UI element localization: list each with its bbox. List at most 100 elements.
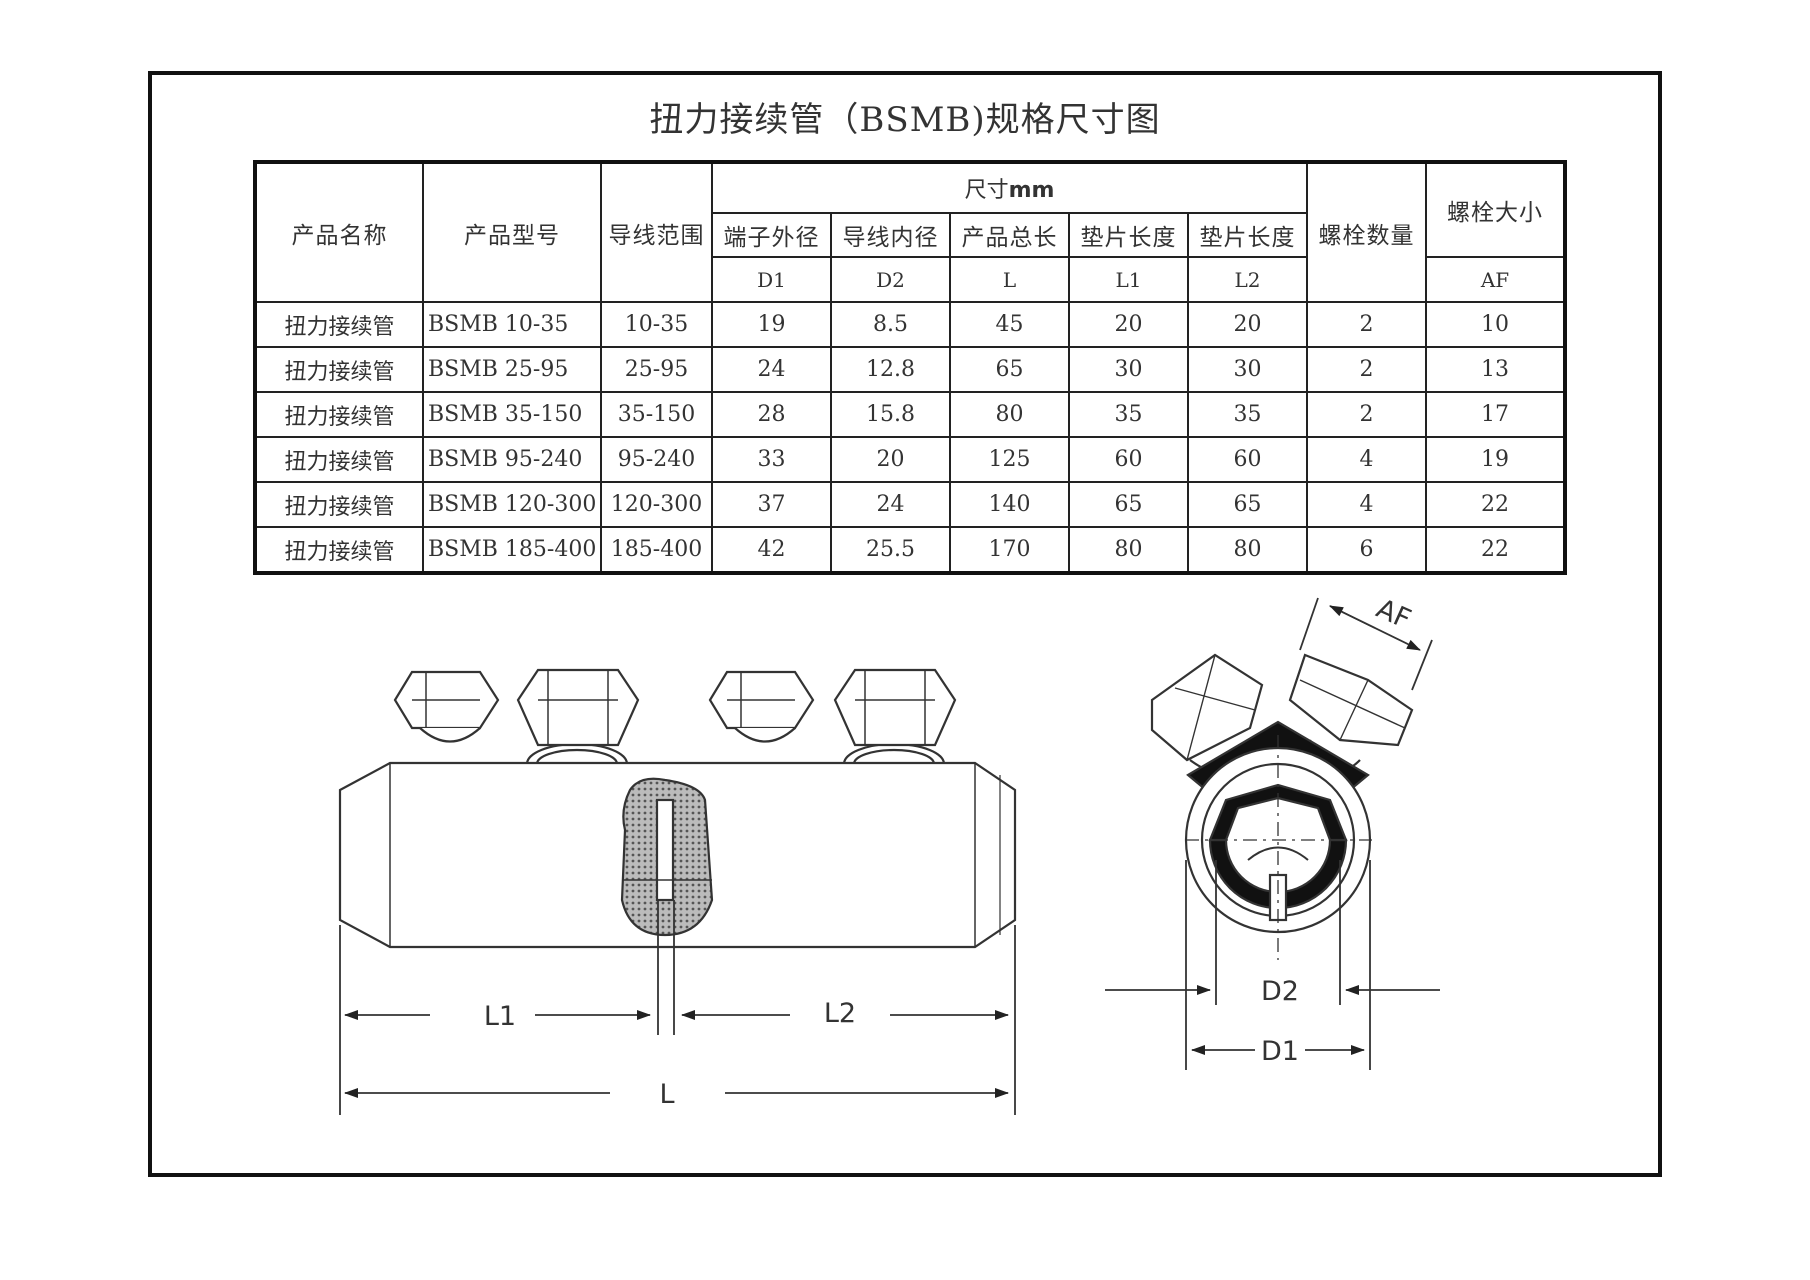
header-bolt-size: 螺栓大小 — [1425, 161, 1566, 258]
cell-model: BSMB 120-300 — [422, 481, 602, 528]
header-size-group: 尺寸mm — [711, 161, 1308, 214]
label-l2: L2 — [824, 998, 856, 1029]
cell-l2: 80 — [1187, 526, 1308, 574]
cell-name: 扭力接续管 — [254, 301, 424, 348]
cell-l1: 20 — [1068, 301, 1189, 348]
cell-name: 扭力接续管 — [254, 436, 424, 483]
cell-l: 125 — [949, 436, 1070, 483]
cell-af: 10 — [1425, 301, 1566, 348]
cell-name: 扭力接续管 — [254, 526, 424, 574]
symbol-l1: L1 — [1068, 256, 1189, 303]
spec-table: 产品名称 产品型号 导线范围 尺寸mm 螺栓数量 螺栓大小 端子外径 导线内径 … — [253, 160, 1567, 575]
cell-l1: 30 — [1068, 346, 1189, 393]
cell-model: BSMB 95-240 — [422, 436, 602, 483]
cell-range: 25-95 — [600, 346, 713, 393]
symbol-af: AF — [1425, 256, 1566, 303]
cell-model: BSMB 35-150 — [422, 391, 602, 438]
cell-range: 185-400 — [600, 526, 713, 574]
subheader-shim-length-2: 垫片长度 — [1187, 212, 1308, 258]
size-group-prefix: 尺寸 — [964, 178, 1009, 203]
header-product-model: 产品型号 — [422, 161, 602, 303]
side-view — [338, 668, 1017, 949]
cell-l2: 20 — [1187, 301, 1308, 348]
cell-bolts: 2 — [1306, 391, 1427, 438]
cell-l2: 35 — [1187, 391, 1308, 438]
subheader-wire-id: 导线内径 — [830, 212, 951, 258]
cell-l: 45 — [949, 301, 1070, 348]
bolt-icon — [833, 668, 957, 747]
header-bolt-count: 螺栓数量 — [1306, 161, 1427, 303]
page-border — [148, 71, 1662, 1177]
cell-af: 22 — [1425, 526, 1566, 574]
cell-l: 65 — [949, 346, 1070, 393]
end-view — [1150, 653, 1414, 960]
cell-range: 35-150 — [600, 391, 713, 438]
cell-bolts: 2 — [1306, 346, 1427, 393]
symbol-l: L — [949, 256, 1070, 303]
cell-l2: 60 — [1187, 436, 1308, 483]
cell-d1: 28 — [711, 391, 832, 438]
cell-d1: 19 — [711, 301, 832, 348]
symbol-d2: D2 — [830, 256, 951, 303]
cell-name: 扭力接续管 — [254, 481, 424, 528]
cell-d1: 37 — [711, 481, 832, 528]
cell-bolts: 4 — [1306, 436, 1427, 483]
end-view-dimensions — [1105, 597, 1440, 1070]
cell-range: 95-240 — [600, 436, 713, 483]
cell-l: 140 — [949, 481, 1070, 528]
label-l1: L1 — [484, 1001, 516, 1032]
bolt-icon — [708, 670, 815, 743]
cell-bolts: 2 — [1306, 301, 1427, 348]
cell-l1: 60 — [1068, 436, 1189, 483]
table-row: 扭力接续管 BSMB 185-400 185-400 42 25.5 170 8… — [254, 526, 1566, 574]
subheader-shim-length-1: 垫片长度 — [1068, 212, 1189, 258]
cell-d2: 12.8 — [830, 346, 951, 393]
cell-d1: 42 — [711, 526, 832, 574]
label-d1: D1 — [1261, 1036, 1299, 1067]
cell-d2: 24 — [830, 481, 951, 528]
cell-d2: 15.8 — [830, 391, 951, 438]
cell-af: 19 — [1425, 436, 1566, 483]
table-row: 扭力接续管 BSMB 35-150 35-150 28 15.8 80 35 3… — [254, 391, 1566, 438]
side-view-dimensions — [339, 900, 1016, 1115]
cell-bolts: 6 — [1306, 526, 1427, 574]
cell-name: 扭力接续管 — [254, 346, 424, 393]
cell-l1: 80 — [1068, 526, 1189, 574]
header-product-name: 产品名称 — [254, 161, 424, 303]
cell-range: 120-300 — [600, 481, 713, 528]
cell-d1: 33 — [711, 436, 832, 483]
bolt-icon — [516, 668, 640, 747]
subheader-total-length: 产品总长 — [949, 212, 1070, 258]
table-row: 扭力接续管 BSMB 120-300 120-300 37 24 140 65 … — [254, 481, 1566, 528]
cell-d2: 25.5 — [830, 526, 951, 574]
cell-model: BSMB 185-400 — [422, 526, 602, 574]
cell-l2: 65 — [1187, 481, 1308, 528]
bolt-icon — [393, 670, 500, 743]
cell-d2: 20 — [830, 436, 951, 483]
cell-l: 80 — [949, 391, 1070, 438]
cell-model: BSMB 25-95 — [422, 346, 602, 393]
cell-d2: 8.5 — [830, 301, 951, 348]
size-group-unit: mm — [1008, 178, 1055, 203]
page-title: 扭力接续管（BSMB)规格尺寸图 — [649, 100, 1161, 140]
cell-af: 13 — [1425, 346, 1566, 393]
cell-range: 10-35 — [600, 301, 713, 348]
cell-d1: 24 — [711, 346, 832, 393]
cell-bolts: 4 — [1306, 481, 1427, 528]
cell-af: 22 — [1425, 481, 1566, 528]
cell-l: 170 — [949, 526, 1070, 574]
cell-model: BSMB 10-35 — [422, 301, 602, 348]
cell-l1: 35 — [1068, 391, 1189, 438]
cell-name: 扭力接续管 — [254, 391, 424, 438]
header-wire-range: 导线范围 — [600, 161, 713, 303]
cell-af: 17 — [1425, 391, 1566, 438]
table-row: 扭力接续管 BSMB 25-95 25-95 24 12.8 65 30 30 … — [254, 346, 1566, 393]
label-d2: D2 — [1261, 976, 1299, 1007]
symbol-l2: L2 — [1187, 256, 1308, 303]
label-l: L — [659, 1079, 674, 1110]
symbol-d1: D1 — [711, 256, 832, 303]
table-row: 扭力接续管 BSMB 10-35 10-35 19 8.5 45 20 20 2… — [254, 301, 1566, 348]
table-row: 扭力接续管 BSMB 95-240 95-240 33 20 125 60 60… — [254, 436, 1566, 483]
cell-l2: 30 — [1187, 346, 1308, 393]
